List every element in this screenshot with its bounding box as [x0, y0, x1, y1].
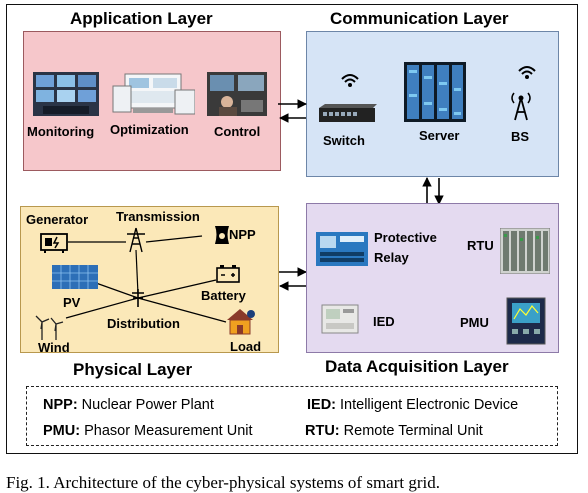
physical-layer-title: Physical Layer	[73, 360, 193, 379]
bs-label: BS	[511, 129, 530, 144]
legend-text: Remote Terminal Unit	[339, 423, 483, 439]
battery-icon	[216, 265, 240, 283]
wind-label: Wind	[38, 340, 70, 355]
npp-label: NPP	[229, 227, 256, 242]
legend-text: Phasor Measurement Unit	[80, 423, 253, 439]
distribution-pole-icon	[132, 289, 144, 307]
legend-text: Intelligent Electronic Device	[336, 397, 519, 413]
switch-label: Switch	[323, 133, 365, 148]
communication-layer-title: Communication Layer	[330, 9, 509, 28]
distribution-label: Distribution	[107, 316, 180, 331]
pmu-icon	[506, 297, 546, 345]
application-layer-title: Application Layer	[70, 9, 213, 28]
figure-caption: Fig. 1. Architecture of the cyber-physic…	[6, 473, 440, 492]
control-room-icon	[207, 72, 267, 116]
bidirectional-arrow-app-comm	[278, 99, 307, 123]
rtu-label: RTU	[467, 238, 494, 253]
legend-item-npp: NPP: Nuclear Power Plant	[43, 397, 214, 413]
legend-box	[26, 386, 558, 446]
switch-icon	[319, 104, 377, 122]
bidirectional-arrow-phys-daq	[278, 267, 307, 291]
legend-abbr: PMU:	[43, 423, 81, 439]
server-icon	[404, 62, 466, 122]
optimization-label: Optimization	[110, 122, 189, 137]
legend-abbr: NPP:	[43, 397, 78, 413]
ied-label: IED	[373, 314, 395, 329]
rtu-icon	[500, 228, 550, 274]
monitoring-icon	[33, 72, 99, 116]
legend-abbr: RTU:	[305, 423, 340, 439]
base-station-icon	[511, 92, 531, 121]
protective-relay-label-line2: Relay	[374, 250, 409, 265]
pv-label: PV	[63, 295, 81, 310]
battery-label: Battery	[201, 288, 246, 303]
server-label: Server	[419, 128, 460, 143]
legend-abbr: IED:	[307, 397, 336, 413]
diagram-frame	[6, 4, 578, 454]
monitoring-label: Monitoring	[27, 124, 95, 139]
solar-panel-icon	[52, 265, 98, 289]
load-label: Load	[230, 339, 262, 354]
data-acquisition-layer-title: Data Acquisition Layer	[325, 357, 509, 376]
legend-item-rtu: RTU: Remote Terminal Unit	[305, 423, 483, 439]
optimization-icon	[112, 73, 195, 115]
load-house-icon	[227, 309, 255, 335]
legend-item-pmu: PMU: Phasor Measurement Unit	[43, 423, 253, 439]
legend-item-ied: IED: Intelligent Electronic Device	[307, 397, 518, 413]
legend-text: Nuclear Power Plant	[77, 397, 214, 413]
generator-icon	[40, 233, 68, 253]
nuclear-plant-icon	[215, 226, 229, 244]
transmission-label: Transmission	[116, 209, 200, 224]
transmission-tower-icon	[127, 227, 145, 253]
wind-turbine-icon	[35, 315, 64, 340]
ied-icon	[321, 304, 359, 334]
protective-relay-label-line1: Protective	[374, 230, 437, 245]
bidirectional-arrow-comm-daq	[422, 177, 444, 205]
wifi-icon	[341, 74, 359, 87]
control-label: Control	[214, 124, 261, 139]
wifi-icon	[518, 66, 536, 79]
protective-relay-icon	[316, 232, 368, 266]
pmu-label: PMU	[460, 315, 489, 330]
generator-label: Generator	[26, 212, 89, 227]
